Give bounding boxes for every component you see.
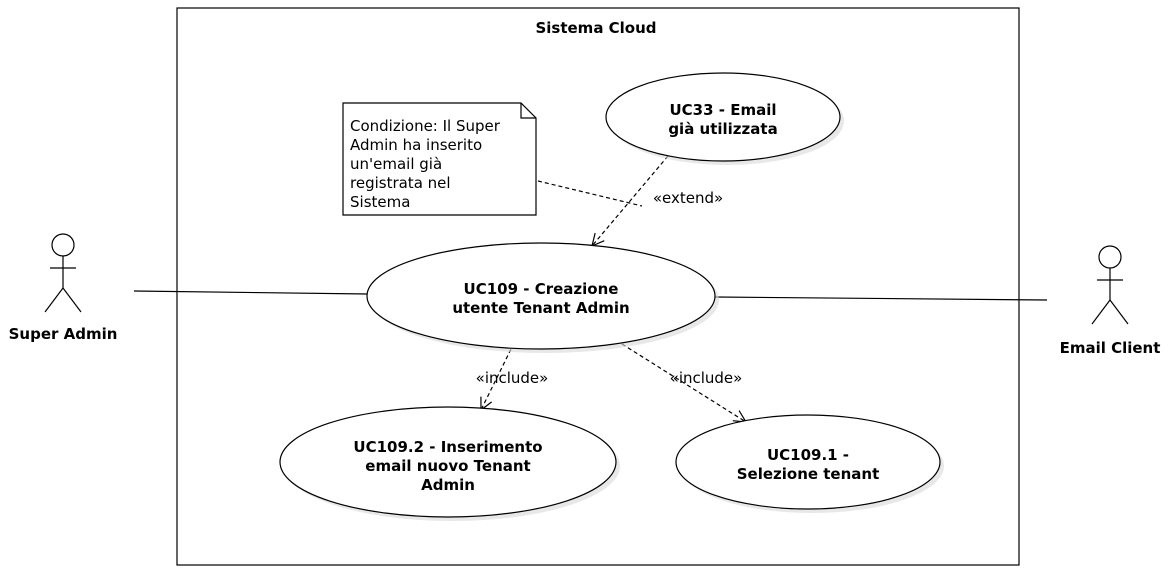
note-line-1: Condizione: Il Super [350,117,501,135]
stick-figure-icon [1091,245,1129,325]
association-super-admin [133,290,369,295]
extend-arrow [592,155,669,246]
uc33-line-1: UC33 - Email [669,101,776,119]
note-line-2: Admin ha inserito [350,136,482,154]
stick-figure-icon [44,233,82,313]
uc109-line-2: utente Tenant Admin [452,299,629,317]
uc109-line-1: UC109 - Creazione [464,280,619,298]
uc109-2-line-1: UC109.2 - Inserimento [353,438,542,456]
include-arrow-right [621,343,746,422]
extend-label: «extend» [653,189,723,207]
include-arrow-left [481,342,515,410]
use-case-uc109-1: UC109.1 - Selezione tenant [675,414,944,513]
note-connector [537,180,643,207]
include-label-right: «include» [670,369,743,387]
note-line-5: Sistema [350,193,410,211]
actor-super-admin-label: Super Admin [9,325,118,343]
use-case-uc109-2: UC109.2 - Inserimento email nuovo Tenant… [279,406,620,521]
note-line-3: un'email già [350,155,442,173]
uc109-2-line-2: email nuovo Tenant [365,457,530,475]
uc33-line-2: già utilizzata [668,120,777,138]
include-label-left: «include» [476,369,549,387]
association-email-client [714,296,1048,301]
uc109-2-line-3: Admin [421,476,475,494]
system-title: Sistema Cloud [535,19,656,37]
condition-note: Condizione: Il Super Admin ha inserito u… [342,102,537,216]
actor-email-client-label: Email Client [1060,339,1161,357]
actor-email-client: Email Client [1060,245,1161,357]
note-line-4: registrata nel [350,174,451,192]
uc109-1-line-2: Selezione tenant [737,465,880,483]
uc109-1-line-1: UC109.1 - [767,446,849,464]
use-case-uc33: UC33 - Email già utilizzata [605,72,844,165]
actor-super-admin: Super Admin [9,233,118,343]
use-case-uc109: UC109 - Creazione utente Tenant Admin [366,242,719,353]
